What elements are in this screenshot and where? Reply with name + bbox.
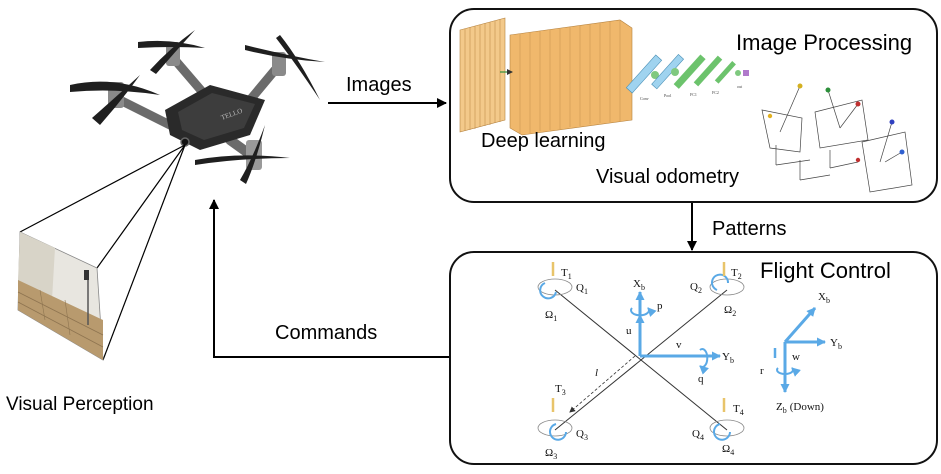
xb-inertial-label: X [818, 291, 826, 303]
edge-label-patterns: Patterns [712, 218, 787, 240]
drone-illustration: TELLO [70, 30, 325, 184]
deep-learning-label: Deep learning [481, 130, 606, 152]
image-processing-title: Image Processing [736, 30, 913, 55]
edge-label-images: Images [346, 74, 412, 96]
omega3-label: Ω [545, 447, 553, 459]
svg-text:T4: T4 [733, 403, 744, 417]
camera-frustum [19, 144, 186, 361]
r-label: r [760, 365, 764, 377]
visual-odometry-graphic [761, 85, 913, 193]
visual-odometry-label: Visual odometry [596, 166, 740, 188]
rotor-spin-arrows [539, 273, 731, 441]
svg-text:T1: T1 [561, 267, 572, 281]
xb-label: X [633, 278, 641, 290]
thrust-arrows [551, 262, 726, 412]
w-label: w [792, 351, 800, 363]
p-label: p [657, 300, 663, 312]
t2-label: T [731, 267, 738, 279]
svg-text:Zb(Down): Zb(Down) [776, 401, 824, 415]
body-axis-labels: Xb Yb u v p q [626, 278, 734, 385]
omega2-label: Ω [724, 304, 732, 316]
yb-inertial-label: Y [830, 337, 838, 349]
body-axes [630, 291, 721, 375]
q1-label: Q [576, 282, 584, 294]
svg-text:Yb: Yb [722, 351, 734, 365]
visual-odometry-landmarks [767, 83, 905, 163]
zb-down-label: (Down) [790, 401, 825, 413]
q-label: q [698, 373, 704, 385]
t3-label: T [555, 383, 562, 395]
svg-text:Ω1: Ω1 [545, 309, 557, 323]
quadrotor-frame [554, 289, 728, 431]
svg-text:Q1: Q1 [576, 282, 588, 296]
yb-label: Y [722, 351, 730, 363]
omega4-label: Ω [722, 443, 730, 455]
arm-length-label: l [595, 367, 598, 379]
omega1-label: Ω [545, 309, 553, 321]
t4-label: T [733, 403, 740, 415]
svg-text:T3: T3 [555, 383, 566, 397]
v-label: v [676, 339, 682, 351]
svg-text:T2: T2 [731, 267, 742, 281]
svg-text:Pool: Pool [664, 93, 672, 98]
svg-text:Xb: Xb [818, 291, 830, 305]
rotor-labels: T1 Q1 Ω1 T2 Q2 Ω2 T3 Q3 Ω3 T4 Q4 Ω4 l [545, 267, 744, 461]
edge-commands [209, 199, 450, 358]
u-label: u [626, 325, 632, 337]
camera-view-image [17, 231, 104, 361]
svg-text:Yb: Yb [830, 337, 842, 351]
flight-control-title: Flight Control [760, 258, 891, 283]
svg-text:Ω3: Ω3 [545, 447, 557, 461]
svg-text:Conv: Conv [640, 96, 649, 101]
q2-label: Q [690, 281, 698, 293]
q4-label: Q [692, 428, 700, 440]
svg-text:FC2: FC2 [712, 90, 719, 95]
svg-text:Ω2: Ω2 [724, 304, 736, 318]
visual-perception-caption: Visual Perception [6, 394, 154, 415]
svg-text:Q2: Q2 [690, 281, 702, 295]
q3-label: Q [576, 428, 584, 440]
inertial-axis-labels: Xb Yb w r Zb(Down) [760, 291, 842, 415]
t1-label: T [561, 267, 568, 279]
zb-label: Z [776, 401, 783, 413]
cnn-architecture-graphic: Conv Pool FC1 FC2 out [459, 17, 749, 136]
svg-text:out: out [737, 84, 743, 89]
svg-text:FC1: FC1 [690, 92, 697, 97]
rotor-ellipses [537, 278, 745, 437]
svg-text:Q3: Q3 [576, 428, 588, 442]
inertial-axes [773, 307, 826, 393]
svg-text:Ω4: Ω4 [722, 443, 734, 457]
svg-text:Xb: Xb [633, 278, 645, 292]
edge-label-commands: Commands [275, 322, 378, 344]
svg-text:Q4: Q4 [692, 428, 704, 442]
